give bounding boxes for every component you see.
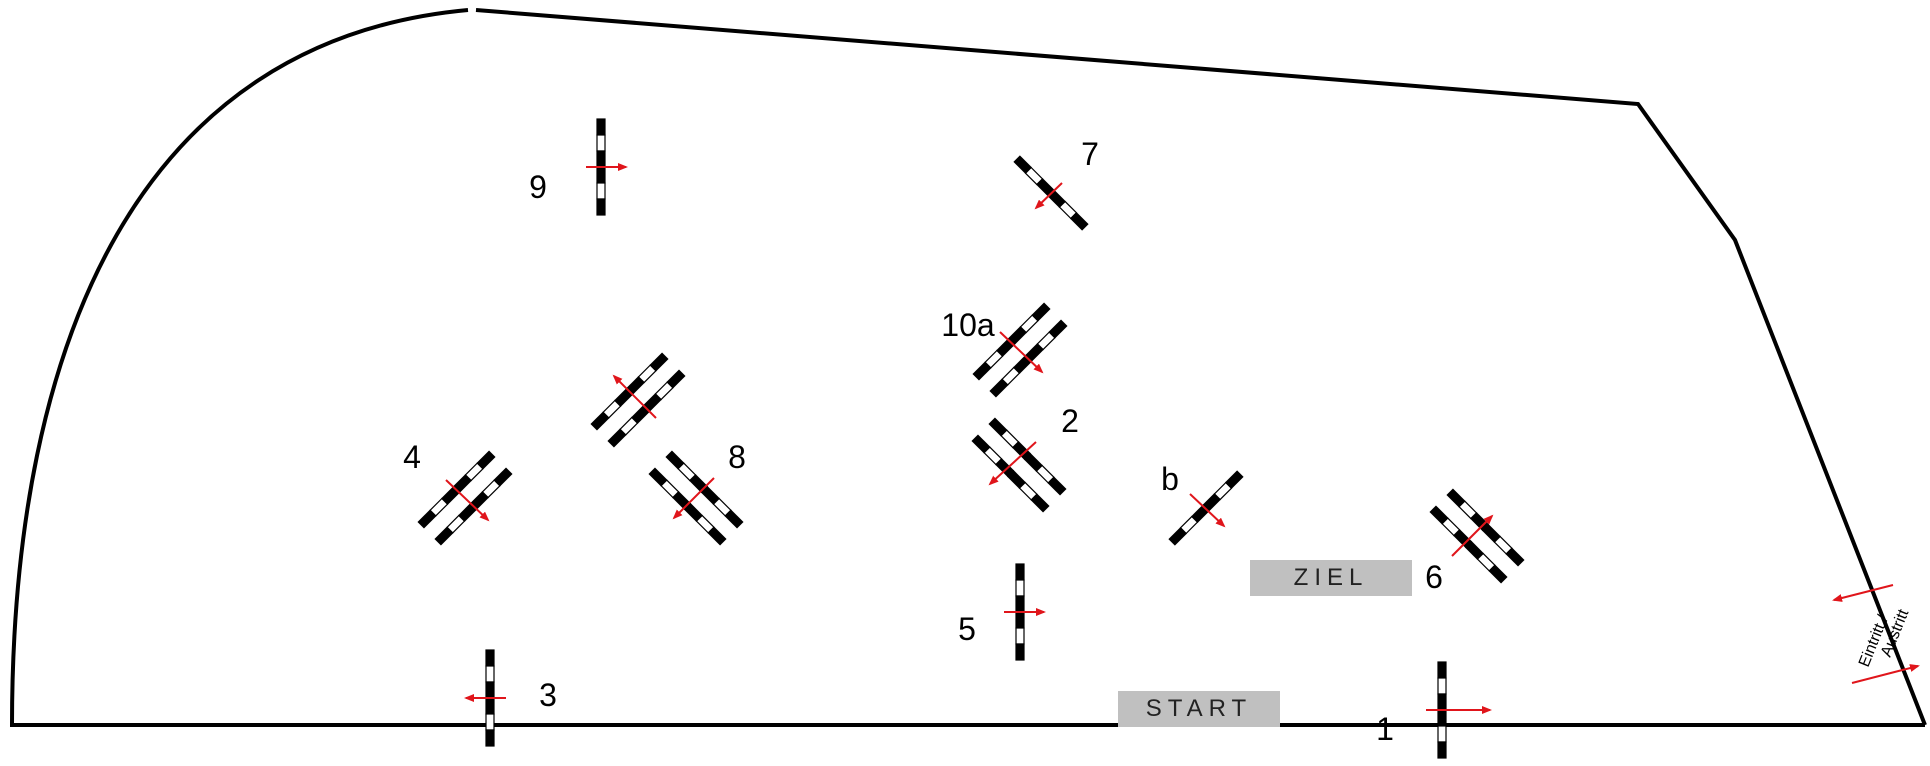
- obstacle-9-rails: [596, 118, 606, 216]
- obstacle-5-rail-segment: [1015, 643, 1025, 661]
- obstacle-9-rail-segment: [596, 118, 606, 136]
- obstacle-b-label: b: [1161, 461, 1179, 497]
- obstacle-3-rail-segment: [485, 697, 495, 715]
- obstacle-3-rail-segment: [485, 665, 495, 683]
- obstacle-10a-label: 10a: [941, 307, 995, 343]
- obstacle-3-rails: [485, 649, 495, 747]
- obstacle-5-rail-segment: [1015, 563, 1025, 581]
- obstacle-b-rails: [1168, 470, 1244, 546]
- obstacle-2-rail-a-segment: [1047, 476, 1067, 496]
- obstacle-10b-direction-arrow: [612, 374, 657, 419]
- obstacle-1-label: 1: [1376, 711, 1394, 747]
- obstacle-b-direction-arrow: [1189, 493, 1226, 528]
- obstacle-1-rail-segment: [1437, 693, 1447, 711]
- obstacle-8-rail-b-segment: [707, 526, 727, 546]
- obstacle-4: 4: [403, 439, 513, 546]
- obstacle-5-rails: [1015, 563, 1025, 661]
- obstacles-layer: 1 2 3 4 5 6 7 8 9 10a b: [403, 118, 1525, 759]
- obstacle-5-label: 5: [958, 611, 976, 647]
- obstacle-9-rail-segment: [596, 166, 606, 184]
- obstacle-3-rail-segment: [485, 649, 495, 667]
- obstacle-10a-direction-arrow: [999, 331, 1044, 374]
- obstacle-4-rail-a-segment: [476, 450, 496, 470]
- obstacle-5-rail-segment: [1015, 579, 1025, 597]
- obstacle-7-label: 7: [1081, 136, 1099, 172]
- finish-label: ZIEL: [1294, 564, 1369, 591]
- obstacle-1-rail-segment: [1437, 741, 1447, 759]
- obstacle-2-rails: [971, 417, 1067, 513]
- obstacle-7-rails: [1013, 155, 1089, 231]
- obstacle-8-rail-a-segment: [724, 509, 744, 529]
- obstacle-5: 5: [958, 563, 1046, 661]
- obstacle-1-rail-segment: [1437, 661, 1447, 679]
- obstacle-6-label: 6: [1425, 559, 1443, 595]
- obstacle-3: 3: [464, 649, 557, 747]
- start-box: [1118, 691, 1280, 727]
- obstacle-1-rail-segment: [1437, 725, 1447, 743]
- obstacle-8-label: 8: [728, 439, 746, 475]
- obstacle-1-rail-segment: [1437, 709, 1447, 727]
- obstacle-10a-rails: [972, 302, 1068, 398]
- obstacle-4-rail-b-segment: [493, 467, 513, 487]
- obstacle-4-label: 4: [403, 439, 421, 475]
- obstacle-6-rail-a-segment: [1505, 547, 1525, 567]
- obstacle-2: 2: [971, 403, 1079, 513]
- obstacle-10b-rail-b-segment: [666, 369, 686, 389]
- obstacle-10a-rail-b-segment: [1048, 319, 1068, 339]
- obstacle-7: 7: [1013, 136, 1099, 231]
- obstacle-3-rail-segment: [485, 729, 495, 747]
- obstacle-9-rail-segment: [596, 134, 606, 152]
- finish-box: [1250, 560, 1412, 596]
- obstacle-4-direction-arrow: [445, 479, 490, 522]
- obstacle-2-label: 2: [1061, 403, 1079, 439]
- obstacle-9-label: 9: [529, 169, 547, 205]
- obstacle-6-rail-b-segment: [1488, 564, 1508, 584]
- obstacle-7-rail-segment: [1069, 211, 1089, 231]
- exit-arrow: [1851, 664, 1920, 684]
- obstacle-b: b: [1161, 461, 1244, 546]
- obstacle-3-label: 3: [539, 677, 557, 713]
- obstacle-9-rail-segment: [596, 198, 606, 216]
- obstacle-5-rail-segment: [1015, 611, 1025, 629]
- entrance-arrow: [1832, 584, 1894, 602]
- obstacle-2-rail-b-segment: [1030, 493, 1050, 513]
- obstacle-10b-rails: [590, 352, 686, 448]
- obstacle-b-rail-segment: [1224, 470, 1244, 490]
- obstacle-1: 1: [1376, 661, 1492, 759]
- obstacle-10b: [590, 352, 686, 448]
- start-label: START: [1146, 695, 1252, 722]
- arena-boundary: [10, 8, 1927, 727]
- obstacle-7-direction-arrow: [1034, 182, 1063, 210]
- start-marker: START: [1118, 691, 1280, 727]
- obstacle-2-direction-arrow: [988, 441, 1037, 486]
- obstacle-8-direction-arrow: [672, 477, 715, 520]
- obstacle-10a: 10a: [941, 302, 1068, 398]
- obstacle-6-rails: [1429, 488, 1525, 584]
- obstacle-5-rail-segment: [1015, 627, 1025, 645]
- obstacle-8-rails: [648, 450, 744, 546]
- obstacle-8: 8: [648, 439, 746, 546]
- obstacle-3-rail-segment: [485, 681, 495, 699]
- obstacle-1-rail-segment: [1437, 677, 1447, 695]
- obstacle-9: 9: [529, 118, 628, 216]
- obstacle-6: 6: [1425, 488, 1525, 595]
- obstacle-3-rail-segment: [485, 713, 495, 731]
- obstacle-6-direction-arrow: [1451, 514, 1494, 557]
- obstacle-10a-rail-a-segment: [1031, 302, 1051, 322]
- obstacle-5-rail-segment: [1015, 595, 1025, 613]
- obstacle-10b-rail-a-segment: [649, 352, 669, 372]
- obstacle-9-rail-segment: [596, 150, 606, 168]
- finish-marker: ZIEL: [1250, 560, 1412, 596]
- obstacle-9-rail-segment: [596, 182, 606, 200]
